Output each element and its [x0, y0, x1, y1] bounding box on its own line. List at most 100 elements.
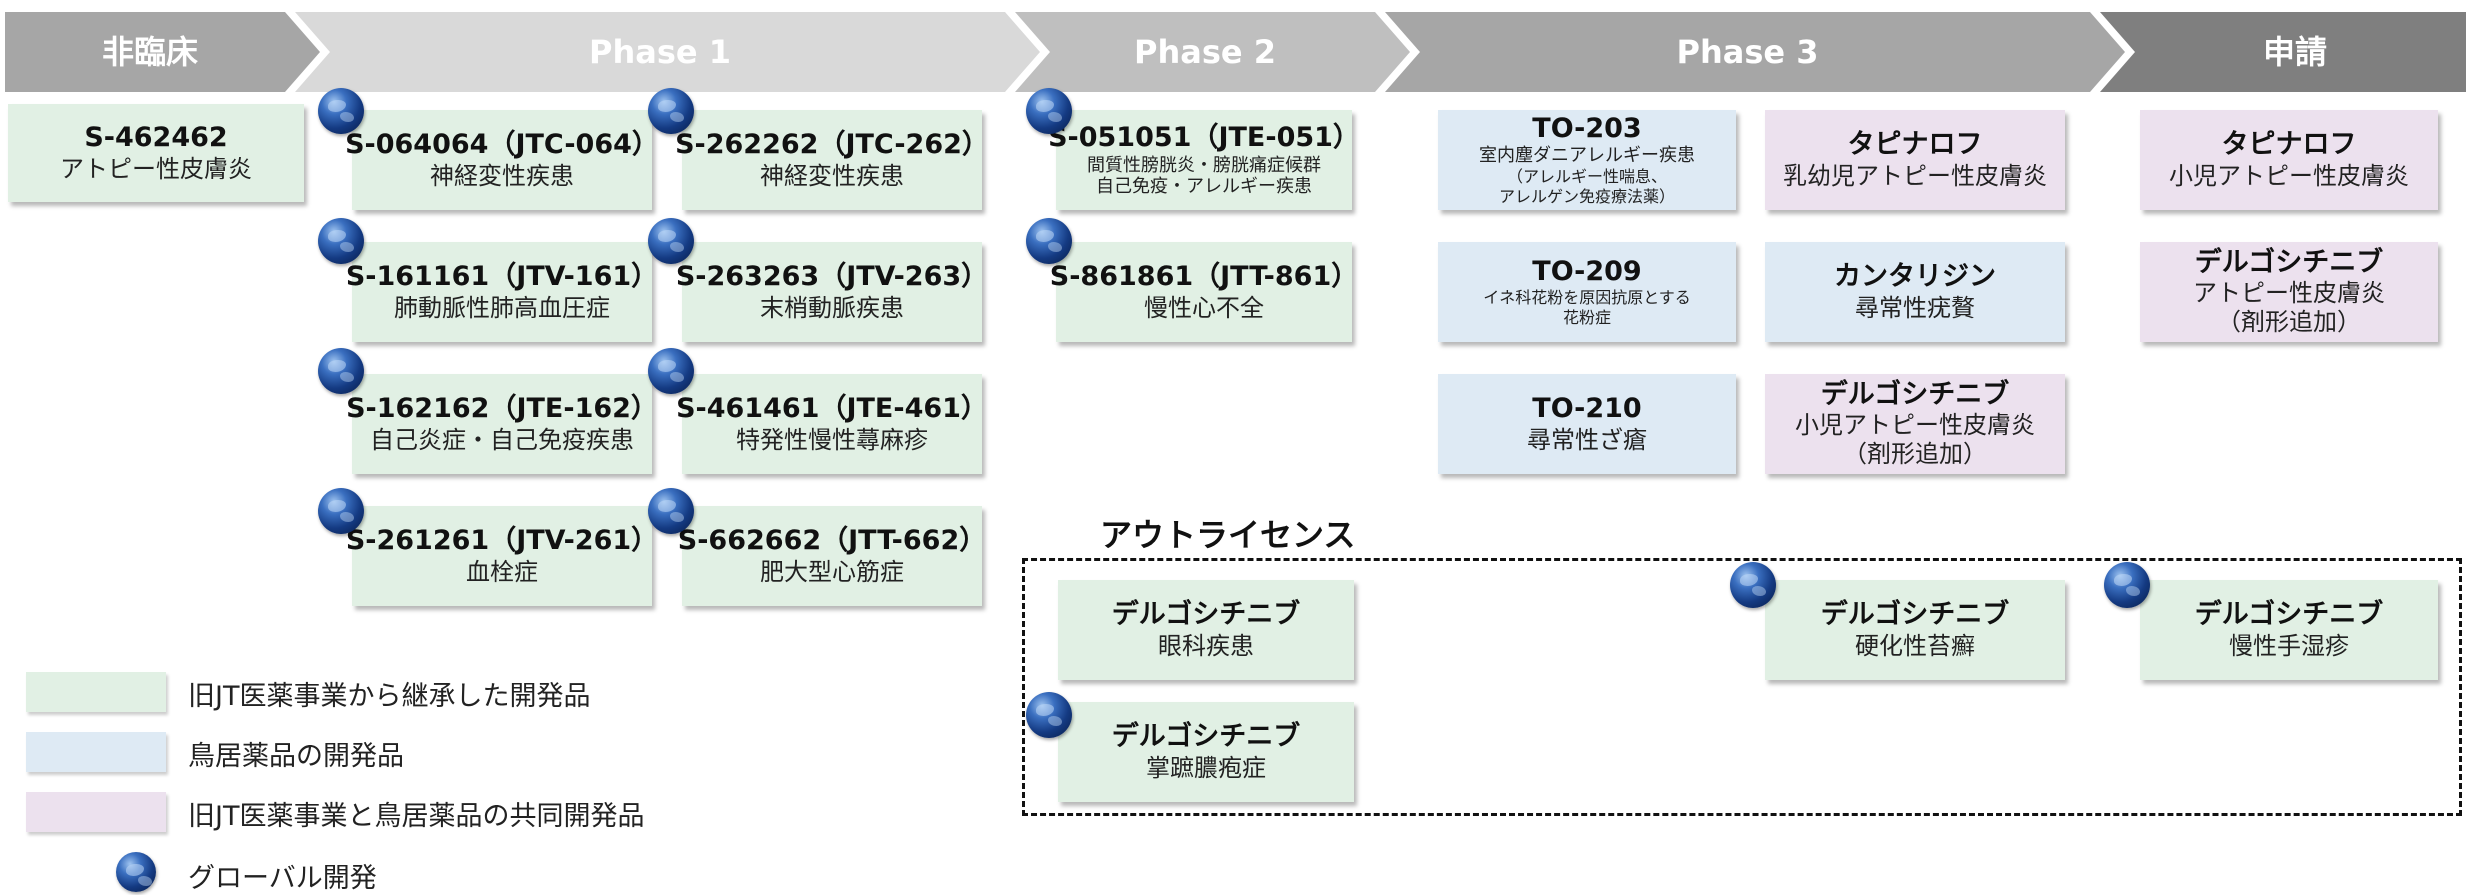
- card-title: TO-203: [1532, 113, 1642, 144]
- phase-arrow-phase2: [1015, 12, 1410, 92]
- legend-swatch-blue: [26, 732, 166, 772]
- pipeline-card: S-161161（JTV-161） 肺動脈性肺高血圧症: [346, 242, 658, 342]
- legend-label: 鳥居薬品の開発品: [188, 741, 404, 772]
- pipeline-card: カンタリジン 尋常性疣贅: [1765, 242, 2065, 342]
- card-indication: 尋常性ざ瘡: [1527, 425, 1647, 454]
- card-indication: 眼科疾患: [1158, 631, 1254, 660]
- card-indication: 神経変性疾患: [430, 161, 574, 190]
- card-title: デルゴシチニブ: [1820, 599, 2010, 631]
- pipeline-card: S-263263（JTV-263） 末梢動脈疾患: [676, 242, 988, 342]
- pipeline-card: デルゴシチニブ 慢性手湿疹: [2140, 580, 2438, 680]
- card-title: TO-209: [1532, 255, 1642, 287]
- card-indication: 慢性心不全: [1144, 293, 1264, 322]
- pipeline-card: S-461461（JTE-461） 特発性慢性蕁麻疹: [676, 374, 988, 474]
- card-title: カンタリジン: [1834, 261, 1996, 293]
- card-indication: 肺動脈性肺高血圧症: [394, 293, 610, 322]
- card-indication: イネ科花粉を原因抗原とする: [1483, 288, 1691, 308]
- card-title: S-051051（JTE-051）: [1048, 122, 1360, 154]
- card-title: S-861861（JTT-861）: [1049, 261, 1359, 293]
- card-indication: 室内塵ダニアレルギー疾患: [1479, 145, 1695, 167]
- card-title: デルゴシチニブ: [2194, 599, 2384, 631]
- card-indication: アレルゲン免疫療法薬）: [1498, 186, 1675, 206]
- phase-label-filing: 申請: [2262, 33, 2327, 71]
- phase-arrows: [5, 12, 2466, 92]
- card-title: S-461461（JTE-461）: [676, 393, 988, 425]
- pipeline-card: S-262262（JTC-262） 神経変性疾患: [675, 110, 989, 210]
- pipeline-card: タピナロフ 乳幼児アトピー性皮膚炎: [1765, 110, 2065, 210]
- pipeline-card: S-261261（JTV-261） 血栓症: [346, 506, 658, 606]
- globe-icon: [318, 488, 364, 534]
- card-indication: 血栓症: [466, 557, 538, 586]
- card-indication: 間質性膀胱炎・膀胱痛症候群: [1087, 154, 1321, 176]
- globe-icon: [318, 88, 364, 134]
- card-indication: 花粉症: [1562, 308, 1611, 328]
- phase-label-nonclinical: 非臨床: [101, 33, 198, 71]
- pipeline-card: S-051051（JTE-051） 間質性膀胱炎・膀胱痛症候群 自己免疫・アレル…: [1048, 110, 1360, 210]
- pipeline-card: デルゴシチニブ 小児アトピー性皮膚炎 （剤形追加）: [1765, 374, 2065, 474]
- card-title: TO-210: [1532, 393, 1642, 425]
- card-title: S-263263（JTV-263）: [675, 261, 989, 293]
- phase-label-phase1: Phase 1: [589, 33, 731, 71]
- card-indication: 小児アトピー性皮膚炎: [2169, 161, 2409, 190]
- globe-icon: [1026, 88, 1072, 134]
- globe-icon: [1730, 562, 1776, 608]
- globe-icon: [2104, 562, 2150, 608]
- card-indication: 尋常性疣贅: [1855, 293, 1975, 322]
- globe-icon: [318, 348, 364, 394]
- card-title: S-462462: [84, 122, 228, 154]
- card-title: S-262262（JTC-262）: [675, 129, 989, 161]
- card-title: デルゴシチニブ: [2194, 247, 2384, 278]
- phase-header-bar: 非臨床 Phase 1 Phase 2 Phase 3 申請: [0, 12, 2471, 92]
- card-title: デルゴシチニブ: [1111, 599, 1301, 631]
- card-title: タピナロフ: [1847, 129, 1983, 161]
- pipeline-card: TO-203 室内塵ダニアレルギー疾患 （アレルギー性喘息、 アレルゲン免疫療法…: [1438, 110, 1736, 210]
- phase-label-phase2: Phase 2: [1134, 33, 1276, 71]
- card-title: S-662662（JTT-662）: [677, 525, 987, 557]
- card-indication: 小児アトピー性皮膚炎: [1795, 411, 2035, 440]
- globe-icon: [648, 488, 694, 534]
- pipeline-card: デルゴシチニブ 掌蹠膿疱症: [1058, 702, 1354, 802]
- globe-icon: [1026, 218, 1072, 264]
- pipeline-card: S-662662（JTT-662） 肥大型心筋症: [678, 506, 986, 606]
- pipeline-card: デルゴシチニブ 硬化性苔癬: [1765, 580, 2065, 680]
- outlicense-box: [1022, 558, 2462, 816]
- card-indication: アトピー性皮膚炎: [2193, 279, 2385, 308]
- card-indication: 掌蹠膿疱症: [1146, 753, 1266, 782]
- globe-icon: [1026, 692, 1072, 738]
- card-indication: 自己免疫・アレルギー疾患: [1096, 176, 1312, 198]
- card-title: S-261261（JTV-261）: [345, 525, 659, 557]
- pipeline-card: S-861861（JTT-861） 慢性心不全: [1050, 242, 1358, 342]
- card-indication: 神経変性疾患: [760, 161, 904, 190]
- card-indication: （剤形追加）: [1843, 440, 1987, 469]
- phase-arrow-phase1: [295, 12, 1040, 92]
- legend-label: グローバル開発: [188, 863, 377, 894]
- globe-icon: [116, 852, 156, 892]
- card-indication: （剤形追加）: [2217, 308, 2361, 337]
- legend-label: 旧JT医薬事業から継承した開発品: [188, 681, 591, 712]
- outlicense-title: アウトライセンス: [1100, 516, 1356, 554]
- card-title: S-162162（JTE-162）: [346, 393, 658, 425]
- card-indication: 慢性手湿疹: [2229, 631, 2349, 660]
- card-title: タピナロフ: [2221, 129, 2357, 161]
- legend-swatch-pink: [26, 792, 166, 832]
- card-indication: （アレルギー性喘息、: [1506, 166, 1667, 186]
- globe-icon: [648, 88, 694, 134]
- pipeline-card: TO-210 尋常性ざ瘡: [1438, 374, 1736, 474]
- pipeline-card: TO-209 イネ科花粉を原因抗原とする 花粉症: [1438, 242, 1736, 342]
- card-indication: 自己炎症・自己免疫疾患: [370, 425, 634, 454]
- card-title: デルゴシチニブ: [1820, 379, 2010, 410]
- globe-icon: [648, 218, 694, 264]
- phase-label-phase3: Phase 3: [1676, 33, 1819, 71]
- phase-arrow-nonclinical: [5, 12, 320, 92]
- card-title: S-161161（JTV-161）: [345, 261, 659, 293]
- card-indication: 乳幼児アトピー性皮膚炎: [1783, 161, 2047, 190]
- card-indication: 肥大型心筋症: [760, 557, 904, 586]
- pipeline-card: デルゴシチニブ 眼科疾患: [1058, 580, 1354, 680]
- pipeline-card: タピナロフ 小児アトピー性皮膚炎: [2140, 110, 2438, 210]
- card-indication: 末梢動脈疾患: [760, 293, 904, 322]
- legend-swatch-green: [26, 672, 166, 712]
- pipeline-card: S-162162（JTE-162） 自己炎症・自己免疫疾患: [346, 374, 658, 474]
- globe-icon: [318, 218, 364, 264]
- card-indication: アトピー性皮膚炎: [60, 154, 252, 183]
- phase-arrow-filing: [2100, 12, 2466, 92]
